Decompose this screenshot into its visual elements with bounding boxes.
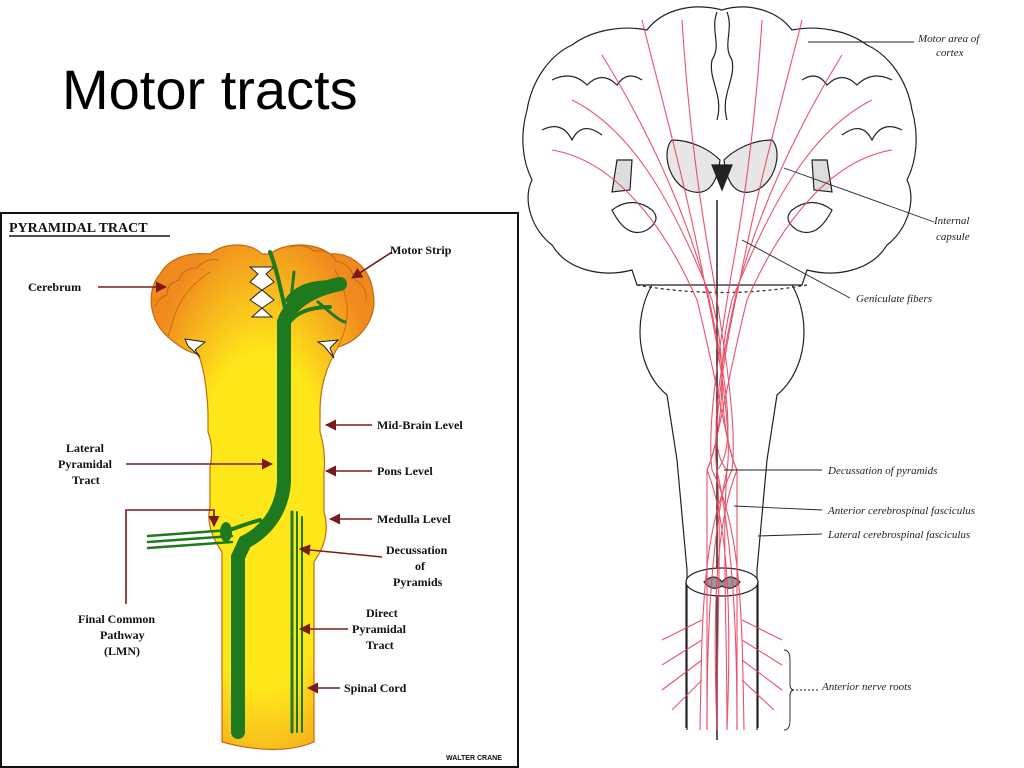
label-anterior-fasciculus: Anterior cerebrospinal fasciculus: [827, 505, 975, 517]
label-final-1: Final Common: [78, 612, 155, 626]
label-lateral-3: Tract: [72, 473, 100, 487]
label-final-3: (LMN): [104, 644, 140, 658]
label-decussation-pyramids: Decussation of pyramids: [827, 465, 937, 477]
label-pons: Pons Level: [377, 464, 433, 478]
label-internal-2: capsule: [936, 231, 970, 243]
label-final-2: Pathway: [100, 628, 145, 642]
label-direct-2: Pyramidal: [352, 622, 407, 636]
label-decussation-1: Decussation: [386, 543, 448, 557]
slide-title: Motor tracts: [62, 58, 358, 121]
label-motor-strip: Motor Strip: [390, 243, 452, 257]
label-nerve-roots: Anterior nerve roots: [821, 681, 911, 693]
label-medulla: Medulla Level: [377, 512, 451, 526]
spinal-cord-segment: [685, 567, 759, 728]
brain-coronal-outline: [522, 6, 917, 740]
pyramidal-tract-diagram: PYRAMIDAL TRACT: [0, 212, 519, 768]
label-lateral-1: Lateral: [66, 441, 105, 455]
label-direct-1: Direct: [366, 606, 398, 620]
label-cerebrum: Cerebrum: [28, 280, 81, 294]
label-spinal-cord: Spinal Cord: [344, 681, 407, 695]
label-decussation-3: Pyramids: [393, 575, 443, 589]
label-internal-1: Internal: [933, 215, 969, 227]
label-geniculate: Geniculate fibers: [856, 293, 932, 305]
label-motor-area-2: cortex: [936, 47, 964, 59]
motor-cortex-diagram: Motor area of cortex Internal capsule Ge…: [512, 0, 1024, 740]
label-motor-area-1: Motor area of: [917, 33, 981, 45]
label-decussation-2: of: [415, 559, 426, 573]
label-pointers: [98, 251, 393, 694]
label-lateral-fasciculus: Lateral cerebrospinal fasciculus: [827, 529, 970, 541]
artist-signature: WALTER CRANE: [446, 755, 502, 762]
label-direct-3: Tract: [366, 638, 394, 652]
left-diagram-title: PYRAMIDAL TRACT: [9, 221, 148, 236]
label-leaders: [724, 41, 935, 731]
label-lateral-2: Pyramidal: [58, 457, 113, 471]
cerebrum-shape: [150, 244, 375, 751]
synapse-node: [220, 522, 232, 542]
corticospinal-fibers: [551, 19, 893, 731]
label-mid-brain: Mid-Brain Level: [377, 418, 463, 432]
